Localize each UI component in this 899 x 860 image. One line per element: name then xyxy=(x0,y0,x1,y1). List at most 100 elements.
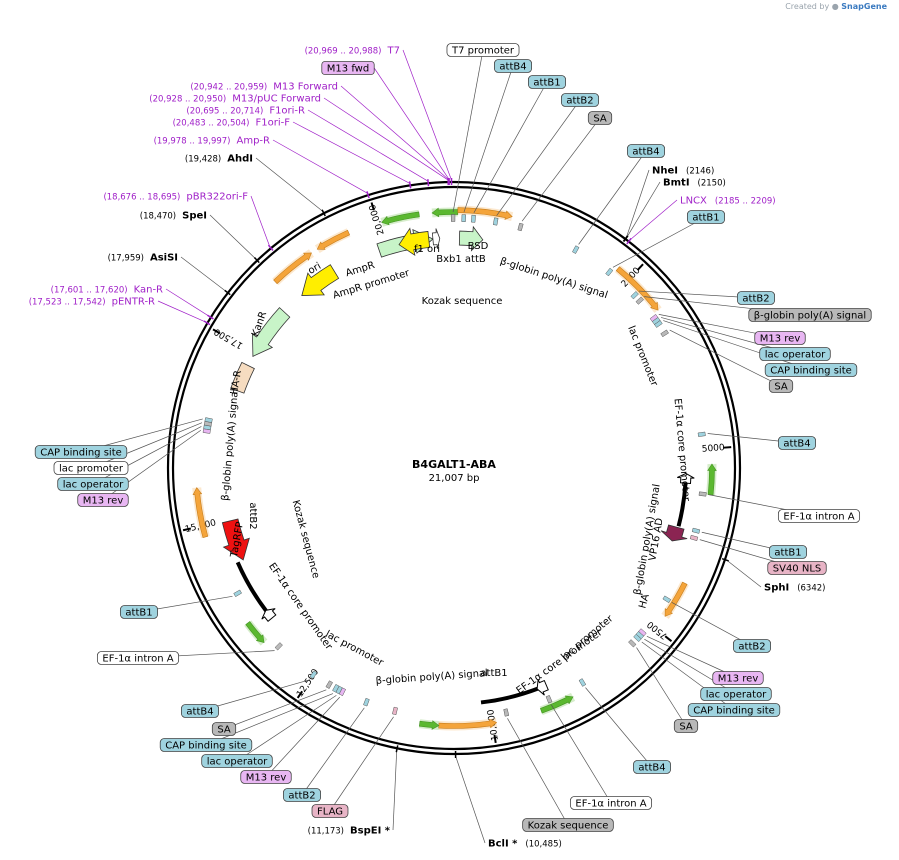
feature-label-box[interactable]: CAP binding site xyxy=(159,738,253,752)
feature-label-box[interactable]: lac operator xyxy=(57,477,129,491)
feature-label-box[interactable]: CAP binding site xyxy=(687,703,781,717)
site-position: (19,978 .. 19,997) xyxy=(154,137,231,147)
feature-label-box[interactable]: lac operator xyxy=(700,687,772,701)
feature-label-box[interactable]: M13 rev xyxy=(240,770,292,784)
site-label[interactable]: Kan-R(17,601 .. 17,620) xyxy=(51,285,163,296)
feature-label-box[interactable]: SA xyxy=(768,379,794,393)
feature-name: EF-1α core promoter xyxy=(266,561,335,652)
feature-label-box[interactable]: attB4 xyxy=(632,760,672,774)
feature-label-box[interactable]: attB1 xyxy=(119,605,159,619)
feature-label-box[interactable]: attB1 xyxy=(527,75,567,89)
feature-label-box[interactable]: M13 rev xyxy=(77,493,129,507)
feature-mark xyxy=(471,214,476,223)
leader-line xyxy=(629,199,678,241)
site-label[interactable]: F1ori-F(20,483 .. 20,504) xyxy=(173,118,291,129)
feature-label-box[interactable]: FLAG xyxy=(311,804,349,818)
feature-arrow[interactable] xyxy=(252,307,291,357)
site-tick xyxy=(224,289,231,296)
label-box-bg xyxy=(119,605,159,619)
feature-label-box[interactable]: CAP binding site xyxy=(34,445,128,459)
feature-label-box[interactable]: EF-1α intron A xyxy=(96,651,180,665)
feature-arrow[interactable] xyxy=(458,225,484,252)
feature-arrow[interactable] xyxy=(398,227,431,257)
feature-label-box[interactable]: Kozak sequence xyxy=(522,818,614,832)
feature-label-box[interactable]: attB2 xyxy=(732,639,772,653)
feature-arrow[interactable] xyxy=(431,228,441,249)
site-label[interactable]: M13/pUC Forward(20,928 .. 20,950) xyxy=(149,94,321,105)
feature-label-box[interactable]: CAP binding site xyxy=(764,363,858,377)
site-label[interactable]: NheI(2146) xyxy=(652,166,714,177)
direction-arrow-halo xyxy=(192,487,210,539)
feature-label-box[interactable]: β-globin poly(A) signal xyxy=(748,308,872,322)
site-tick xyxy=(626,237,632,245)
site-label[interactable]: SpeI(18,470) xyxy=(140,211,207,222)
feature-label-box[interactable]: attB4 xyxy=(493,59,533,73)
site-label[interactable]: BspEI *(11,173) xyxy=(308,826,391,837)
feature-label-box[interactable]: lac operator xyxy=(759,347,831,361)
feature-label-box[interactable]: lac operator xyxy=(201,754,273,768)
feature-label-box[interactable]: attB1 xyxy=(768,545,808,559)
site-name: SphI xyxy=(764,583,789,594)
site-label[interactable]: AhdI(19,428) xyxy=(185,154,253,165)
site-name: AsiSI xyxy=(150,253,178,264)
site-position: (19,428) xyxy=(185,155,221,165)
site-label[interactable]: BmtI(2150) xyxy=(663,178,726,189)
leader-line xyxy=(402,49,452,181)
feature-mark xyxy=(635,296,644,305)
feature-label-box[interactable]: attB2 xyxy=(560,93,600,107)
feature-name: Bxb1 attB xyxy=(436,254,486,265)
direction-arrow xyxy=(245,621,265,644)
site-label[interactable]: T7(20,969 .. 20,988) xyxy=(305,46,400,57)
feature-mark xyxy=(492,217,499,226)
feature-label: M13 rev xyxy=(246,773,287,784)
feature-label-box[interactable]: SV40 NLS xyxy=(767,561,827,575)
feature-arrow[interactable] xyxy=(660,524,688,542)
leader-line xyxy=(301,707,365,796)
feature-arrow[interactable] xyxy=(221,518,250,561)
site-label[interactable]: M13 Forward(20,942 .. 20,959) xyxy=(190,82,338,93)
feature-label-box[interactable]: EF-1α intron A xyxy=(569,796,653,810)
feature-label-box[interactable]: M13 rev xyxy=(712,671,764,685)
site-label[interactable]: LNCX(2185 .. 2209) xyxy=(680,196,776,207)
feature-label-box[interactable]: attB4 xyxy=(777,436,817,450)
site-label[interactable]: SphI(6342) xyxy=(764,583,825,594)
feature-label-box[interactable]: attB4 xyxy=(180,704,220,718)
feature-label-box[interactable]: attB2 xyxy=(282,788,322,802)
feature-label-box[interactable]: SA xyxy=(587,111,613,125)
site-label[interactable]: BclI *(10,485) xyxy=(488,839,562,850)
feature-label-box[interactable]: attB2 xyxy=(736,291,776,305)
site-tick xyxy=(267,244,274,251)
site-label[interactable]: M13 fwd xyxy=(321,61,375,75)
site-label[interactable]: F1ori-R(20,695 .. 20,714) xyxy=(186,106,305,117)
feature-label-box[interactable]: attB4 xyxy=(626,144,666,158)
feature-arrow[interactable] xyxy=(230,361,255,394)
label-box-bg xyxy=(748,308,872,322)
site-position: (20,483 .. 20,504) xyxy=(173,119,250,129)
site-position: (20,969 .. 20,988) xyxy=(305,47,382,57)
feature-label-box[interactable]: EF-1α intron A xyxy=(777,509,861,523)
leader-line xyxy=(636,647,687,727)
feature-label-box[interactable]: T7 promoter xyxy=(446,43,520,57)
feature-label-box[interactable]: lac promoter xyxy=(53,461,129,475)
feature-label: attB1 xyxy=(774,548,801,559)
site-label[interactable]: pBR322ori-F(18,676 .. 18,695) xyxy=(103,192,248,203)
site-label[interactable]: AsiSI(17,959) xyxy=(108,253,178,264)
feature-label-box[interactable]: M13 rev xyxy=(754,331,806,345)
feature-mark xyxy=(572,245,580,254)
feature-name: lac promoter xyxy=(323,629,385,669)
site-name: M13/pUC Forward xyxy=(232,94,321,105)
label-box-bg xyxy=(732,639,772,653)
site-label[interactable]: pENTR-R(17,523 .. 17,542) xyxy=(29,297,155,308)
feature-label-box[interactable]: attB1 xyxy=(686,210,726,224)
leader-line xyxy=(638,290,757,299)
snapgene-credit: Created by ● SnapGene xyxy=(785,2,887,11)
feature-name: β-globin poly(A) signal xyxy=(499,256,609,301)
tick-mark xyxy=(212,328,221,335)
site-tick xyxy=(207,314,214,320)
feature-label-box[interactable]: SA xyxy=(673,719,699,733)
site-label[interactable]: Amp-R(19,978 .. 19,997) xyxy=(154,136,270,147)
direction-arrow xyxy=(540,695,574,714)
label-box-bg xyxy=(321,61,375,75)
feature-arrow[interactable] xyxy=(301,264,340,296)
feature-label-box[interactable]: SA xyxy=(211,722,237,736)
